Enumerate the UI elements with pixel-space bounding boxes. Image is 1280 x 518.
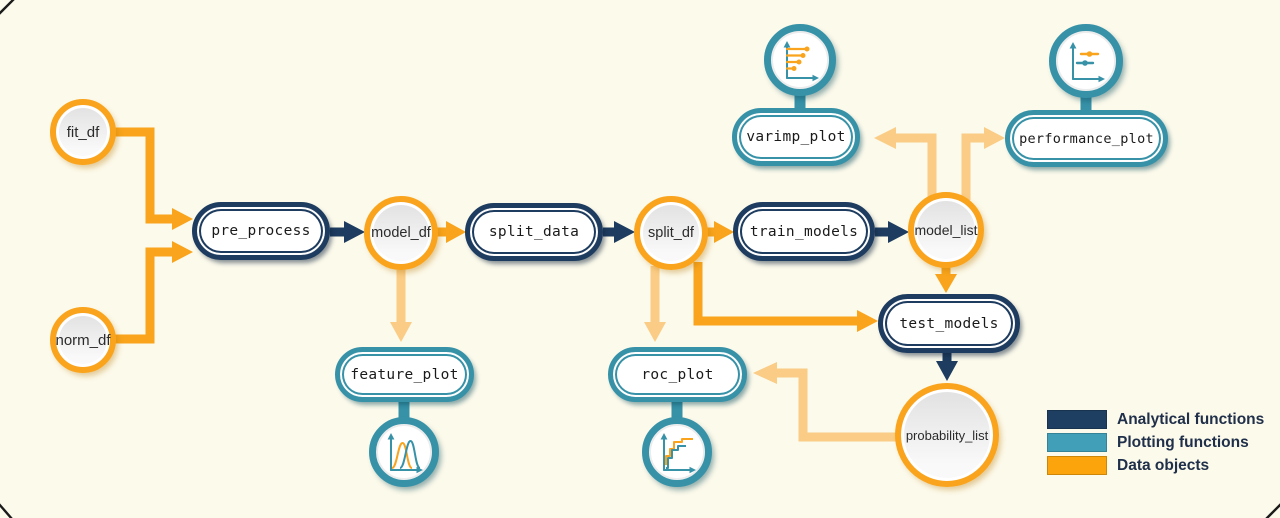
legend: Analytical functions Plotting functions … xyxy=(1047,410,1264,475)
lollipop-chart-glyph xyxy=(783,41,819,82)
legend-swatch-plotting xyxy=(1047,433,1107,452)
node-split-data: split_data xyxy=(465,203,603,261)
corner-mark-top-left xyxy=(0,0,15,15)
node-feature-plot: feature_plot xyxy=(335,347,474,402)
node-performance-plot: performance_plot xyxy=(1005,110,1168,167)
arrowhead xyxy=(935,274,957,293)
lollipop-chart-icon xyxy=(764,24,836,96)
arrowhead xyxy=(172,208,193,230)
arrowhead xyxy=(172,241,193,263)
pointrange-chart-glyph xyxy=(1069,42,1105,83)
arrowhead xyxy=(888,221,909,243)
node-train-models: train_models xyxy=(733,202,875,261)
arrowhead xyxy=(936,361,958,381)
legend-label: Analytical functions xyxy=(1117,410,1265,428)
node-label: fit_df xyxy=(66,123,100,141)
arrowhead xyxy=(857,310,878,332)
arrowhead xyxy=(446,221,466,243)
node-label: split_df xyxy=(648,225,694,241)
node-label: varimp_plot xyxy=(746,129,846,145)
node-label: model_list xyxy=(914,222,978,238)
node-model-df: model_df xyxy=(364,196,438,270)
node-fit-df: fit_df xyxy=(50,99,116,165)
node-label: test_models xyxy=(899,315,999,332)
arrowhead xyxy=(753,362,777,384)
node-test-models: test_models xyxy=(878,294,1020,353)
legend-swatch-analytical xyxy=(1047,410,1107,429)
edge-split-df-test-models xyxy=(693,262,858,326)
node-varimp-plot: varimp_plot xyxy=(732,108,860,166)
legend-swatch-data-objects xyxy=(1047,456,1107,475)
arrowhead xyxy=(614,221,635,243)
pointrange-chart-icon xyxy=(1049,24,1123,98)
node-norm-df: norm_df xyxy=(50,307,116,373)
node-label: norm_df xyxy=(55,331,111,349)
arrowhead xyxy=(344,221,365,243)
node-probability-list: probability_list xyxy=(895,383,999,487)
node-roc-plot: roc_plot xyxy=(608,347,747,402)
node-label: pre_process xyxy=(211,223,311,239)
node-label: roc_plot xyxy=(641,366,714,383)
density-curves-icon xyxy=(369,417,439,487)
legend-row-plotting: Plotting functions xyxy=(1047,433,1264,452)
arrowhead xyxy=(984,127,1005,149)
node-label: feature_plot xyxy=(350,366,459,383)
legend-row-data-objects: Data objects xyxy=(1047,456,1264,475)
node-split-df: split_df xyxy=(634,196,708,270)
density-curves-glyph xyxy=(387,433,423,474)
edge-norm-df-pre-process xyxy=(114,247,173,344)
arrowhead xyxy=(874,127,896,149)
corner-mark-bottom-right xyxy=(1265,503,1280,518)
edge-fit-df-pre-process xyxy=(114,127,173,224)
node-label: performance_plot xyxy=(1019,130,1154,147)
arrowhead xyxy=(644,322,666,342)
roc-step-curves-glyph xyxy=(660,433,696,474)
node-label: train_models xyxy=(749,223,859,240)
node-model-list: model_list xyxy=(908,192,984,268)
edge-model-list-performance-plot xyxy=(961,133,985,200)
roc-step-curves-icon xyxy=(642,417,712,487)
node-label: split_data xyxy=(488,224,580,240)
node-pre-process: pre_process xyxy=(192,202,330,260)
node-label: probability_list xyxy=(905,427,989,443)
corner-mark-bottom-left xyxy=(0,503,13,518)
legend-row-analytical: Analytical functions xyxy=(1047,410,1264,429)
legend-label: Plotting functions xyxy=(1117,433,1249,451)
node-label: model_df xyxy=(371,225,431,241)
edge-probability-list-roc-plot xyxy=(777,368,896,442)
edge-model-list-varimp-plot xyxy=(895,133,937,198)
arrowhead xyxy=(714,221,734,243)
legend-label: Data objects xyxy=(1117,456,1210,474)
arrowhead xyxy=(390,322,412,342)
